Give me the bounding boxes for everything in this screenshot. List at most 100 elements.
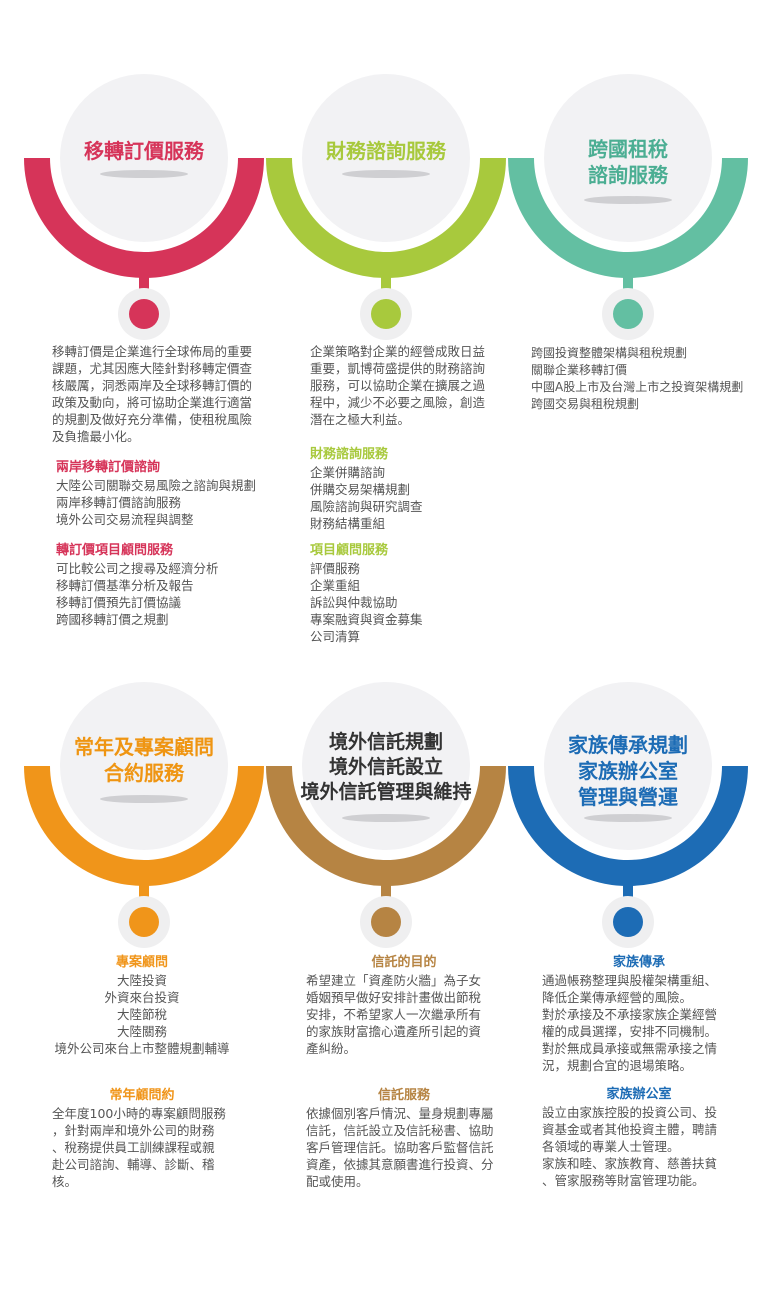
list-item: 跨國移轉訂價之規劃: [56, 612, 169, 627]
text-line: 程中，減少不必要之風險，創造: [310, 395, 486, 410]
section-heading: 信託服務: [377, 1088, 430, 1103]
text-line: 核。: [52, 1174, 78, 1189]
list-item: 移轉訂價預先訂價協議: [56, 595, 182, 610]
text-line: 政策及動向，將可協助企業進行適當: [52, 395, 253, 410]
list-item: 企業重組: [310, 578, 361, 593]
service-financial-advisory: 財務諮詢服務: [256, 60, 516, 340]
offshore-trust-badge: [266, 682, 506, 948]
list-item: 評價服務: [310, 561, 361, 576]
text-line: 的規劃及做好充分準備，使租稅風險: [52, 412, 253, 427]
text-line: 設立由家族控股的投資公司、投: [542, 1105, 718, 1120]
service-title-line: 諮詢服務: [588, 163, 668, 187]
service-title-line: 境外信託規劃: [328, 731, 443, 753]
list-item: 跨國投資整體架構與租稅規劃: [531, 346, 688, 360]
service-title-line: 家族辦公室: [578, 759, 678, 783]
list-item: 大陸投資: [116, 973, 167, 988]
list-item: 外資來台投資: [104, 990, 180, 1005]
text-line: 安排，不希望家人一次繼承所有: [306, 1007, 482, 1022]
text-line: 企業策略對企業的經營成敗日益: [310, 344, 486, 359]
text-line: 資產，依據其意願書進行投資、分: [306, 1157, 494, 1172]
text-line: 全年度100小時的專案顧問服務: [52, 1106, 226, 1121]
transfer-pricing-content: 移轉訂價是企業進行全球佈局的重要 課題，尤其因應大陸針對移轉定價查 核嚴厲，洞悉…: [52, 343, 266, 628]
text-line: 對於無成員承接或無需承接之情: [542, 1041, 718, 1056]
text-line: 產糾紛。: [306, 1041, 357, 1056]
service-title-line: 管理與營運: [578, 785, 678, 809]
intro-paragraph: 企業策略對企業的經營成敗日益 重要，凱博荷盛提供的財務諮詢 服務，可以協助企業在…: [310, 343, 494, 428]
text-line: 權的成員選擇，安排不同機制。: [542, 1024, 718, 1039]
transfer-pricing-badge: [24, 74, 264, 340]
section-heading: 項目顧問服務: [310, 543, 389, 558]
service-title-line: 財務諮詢服務: [326, 139, 446, 163]
cross-border-tax-badge: [508, 74, 748, 340]
service-transfer-pricing: 移轉訂價服務: [14, 60, 274, 340]
text-line: 各領域的專業人士管理。: [542, 1139, 680, 1154]
list-item: 兩岸移轉訂價諮詢服務: [56, 495, 182, 510]
list-item: 可比較公司之搜尋及經濟分析: [56, 561, 219, 576]
text-line: 家族和睦、家族教育、慈善扶貧: [542, 1156, 718, 1171]
service-title-line: 境外信託設立: [328, 756, 443, 778]
text-line: 課題，尤其因應大陸針對移轉定價查: [52, 361, 253, 376]
text-line: 配或使用。: [306, 1174, 369, 1189]
retainer-advisory-badge: [24, 682, 264, 948]
section-heading: 轉訂價項目顧問服務: [56, 543, 174, 558]
section-heading: 信託的目的: [371, 955, 437, 970]
service-title-line: 移轉訂價服務: [84, 139, 204, 163]
list-item: 移轉訂價基準分析及報告: [56, 578, 194, 593]
section-heading: 家族辦公室: [606, 1087, 672, 1102]
text-line: 對於承接及不承接家族企業經營: [542, 1007, 718, 1022]
retainer-advisory-content: 專案顧問 大陸投資 外資來台投資 大陸節稅 大陸關務 境外公司來台上市整體規劃輔…: [44, 954, 240, 1190]
text-line: 客戶管理信託。協助客戶監督信託: [306, 1140, 494, 1155]
text-line: 的家族財富擔心遺產所引起的資: [306, 1024, 482, 1039]
list-item: 大陸關務: [116, 1024, 167, 1039]
list-item: 併購交易架構規劃: [310, 482, 411, 497]
list-item: 中國A股上市及台灣上市之投資架構規劃: [531, 380, 744, 394]
text-line: 通過帳務整理與股權架構重組、: [542, 973, 718, 988]
list-item: 大陸節稅: [116, 1007, 167, 1022]
list-item: 風險諮詢與研究調查: [310, 499, 423, 514]
service-cross-border-tax: 跨國租稅 諮詢服務: [498, 60, 758, 340]
service-retainer-advisory: 常年及專案顧問 合約服務: [14, 668, 274, 948]
section-heading: 財務諮詢服務: [310, 447, 389, 462]
text-line: 、管家服務等財富管理功能。: [542, 1173, 705, 1188]
list-item: 訴訟與仲裁協助: [310, 595, 398, 610]
cross-border-tax-content: 跨國投資整體架構與租稅規劃 關聯企業移轉訂價 中國A股上市及台灣上市之投資架構規…: [531, 345, 763, 413]
text-line: 服務，可以協助企業在擴展之過: [310, 378, 486, 393]
list-item: 跨國交易與租稅規劃: [531, 397, 640, 411]
service-title-line: 跨國租稅: [588, 137, 668, 161]
section-heading: 家族傳承: [612, 955, 665, 970]
list-item: 公司清算: [310, 629, 361, 644]
section-heading: 專案顧問: [115, 955, 168, 970]
text-line: 核嚴厲，洞悉兩岸及全球移轉訂價的: [52, 378, 253, 393]
text-line: 希望建立「資產防火牆」為子女: [306, 973, 482, 988]
text-line: 潛在之極大利益。: [310, 412, 411, 427]
intro-paragraph: 移轉訂價是企業進行全球佈局的重要 課題，尤其因應大陸針對移轉定價查 核嚴厲，洞悉…: [52, 343, 266, 445]
text-line: 及負擔最小化。: [52, 429, 140, 444]
text-line: 資基金或者其他投資主體，聘請: [542, 1122, 718, 1137]
service-title-line: 境外信託管理與維持: [300, 781, 472, 803]
service-offshore-trust: 境外信託規劃 境外信託設立 境外信託管理與維持: [256, 668, 516, 948]
text-line: 信託，信託設立及信託秘書、協助: [306, 1123, 494, 1138]
section-heading: 兩岸移轉訂價諮詢: [56, 460, 161, 475]
list-item: 境外公司來台上市整體規劃輔導: [54, 1041, 230, 1056]
family-office-content: 家族傳承 通過帳務整理與股權架構重組、 降低企業傳承經營的風險。 對於承接及不承…: [542, 954, 736, 1189]
list-item: 境外公司交易流程與調整: [56, 512, 194, 527]
service-title-line: 常年及專案顧問: [74, 735, 214, 759]
list-item: 專案融資與資金募集: [310, 612, 423, 627]
financial-advisory-badge: [266, 74, 506, 340]
financial-advisory-content: 企業策略對企業的經營成敗日益 重要，凱博荷盛提供的財務諮詢 服務，可以協助企業在…: [310, 343, 494, 645]
service-family-office: 家族傳承規劃 家族辦公室 管理與營運: [498, 668, 758, 948]
offshore-trust-content: 信託的目的 希望建立「資產防火牆」為子女 婚姻預早做好安排計畫做出節稅 安排，不…: [306, 954, 502, 1190]
list-item: 企業併購諮詢: [310, 465, 386, 480]
text-line: 移轉訂價是企業進行全球佈局的重要: [52, 344, 253, 359]
list-item: 大陸公司關聯交易風險之諮詢與規劃: [56, 478, 257, 493]
text-line: 婚姻預早做好安排計畫做出節稅: [306, 990, 482, 1005]
list-item: 關聯企業移轉訂價: [531, 363, 628, 377]
text-line: 降低企業傳承經營的風險。: [542, 990, 693, 1005]
section-heading: 常年顧問約: [109, 1088, 175, 1103]
text-line: 、稅務提供員工訓練課程或親: [52, 1140, 215, 1155]
family-office-badge: [508, 682, 748, 948]
text-line: 依據個別客戶情況、量身規劃專屬: [306, 1106, 494, 1121]
list-item: 財務結構重組: [310, 516, 386, 531]
text-line: 重要，凱博荷盛提供的財務諮詢: [310, 361, 486, 376]
text-line: ，針對兩岸和境外公司的財務: [52, 1123, 215, 1138]
